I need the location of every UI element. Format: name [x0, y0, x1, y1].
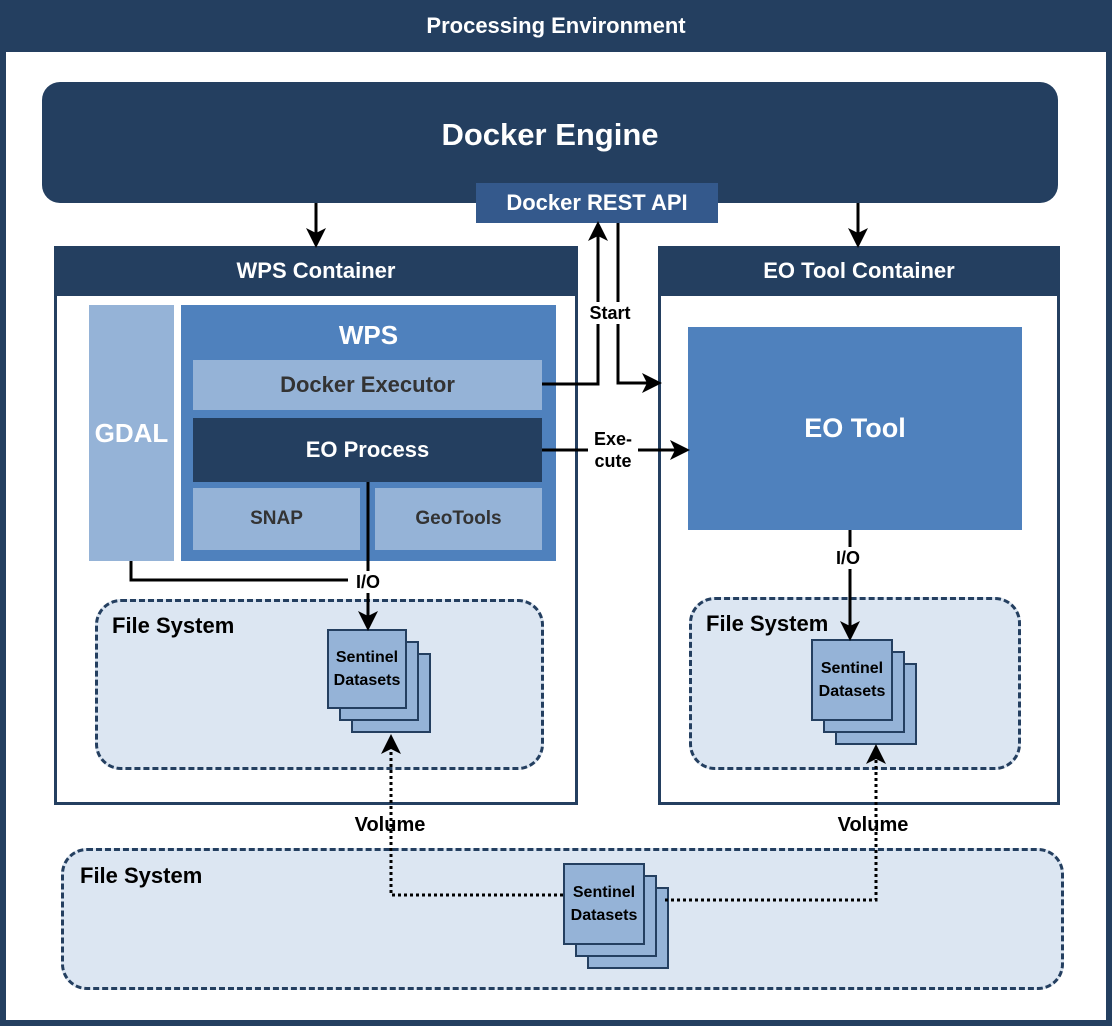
volume-label-wps: Volume	[354, 813, 426, 836]
docker-engine: Docker Engine	[42, 82, 1058, 203]
wps-title: WPS	[338, 319, 399, 350]
dataset-label-line2: Datasets	[333, 672, 401, 689]
wps-sentinel-datasets: Sentinel Datasets	[327, 629, 407, 709]
snap-library: SNAP	[193, 488, 360, 550]
dataset-label-line2: Datasets	[818, 683, 886, 700]
volume-wps-line	[381, 734, 563, 897]
gdal-block: GDAL	[89, 305, 174, 561]
start-label: Start	[581, 302, 639, 324]
start-arrow	[542, 221, 608, 386]
eo-sentinel-datasets: Sentinel Datasets	[811, 639, 893, 721]
host-sentinel-datasets: Sentinel Datasets	[563, 863, 645, 945]
docker-rest-api: Docker REST API	[476, 183, 718, 223]
docker-executor: Docker Executor	[193, 360, 542, 410]
execute-label-line2: cute	[594, 451, 632, 471]
io-label-wps: I/O	[348, 571, 388, 593]
wps-container-title: WPS Container	[54, 246, 578, 296]
geotools-library: GeoTools	[375, 488, 542, 550]
execute-label: Exe- cute	[588, 428, 638, 474]
execute-label-line1: Exe-	[593, 429, 633, 449]
wps-file-system-label: File System	[112, 613, 235, 638]
host-file-system	[61, 848, 1064, 990]
dataset-label-line1: Sentinel	[572, 884, 636, 901]
wps-file-system	[95, 599, 544, 770]
host-file-system-label: File System	[80, 863, 203, 888]
processing-environment-title: Processing Environment	[0, 0, 1112, 52]
eo-tool: EO Tool	[688, 327, 1022, 530]
api-to-eo-arrow	[616, 223, 662, 393]
io-label-eo: I/O	[828, 547, 868, 569]
dataset-label-line1: Sentinel	[820, 660, 884, 677]
dataset-label-line1: Sentinel	[335, 649, 399, 666]
eo-file-system-label: File System	[706, 611, 829, 636]
eo-process: EO Process	[193, 418, 542, 482]
eo-tool-container-title: EO Tool Container	[658, 246, 1060, 296]
volume-eo-line	[665, 744, 886, 902]
volume-label-eo: Volume	[837, 813, 909, 836]
dataset-label-line2: Datasets	[570, 907, 638, 924]
gdal-io-line	[129, 561, 368, 582]
